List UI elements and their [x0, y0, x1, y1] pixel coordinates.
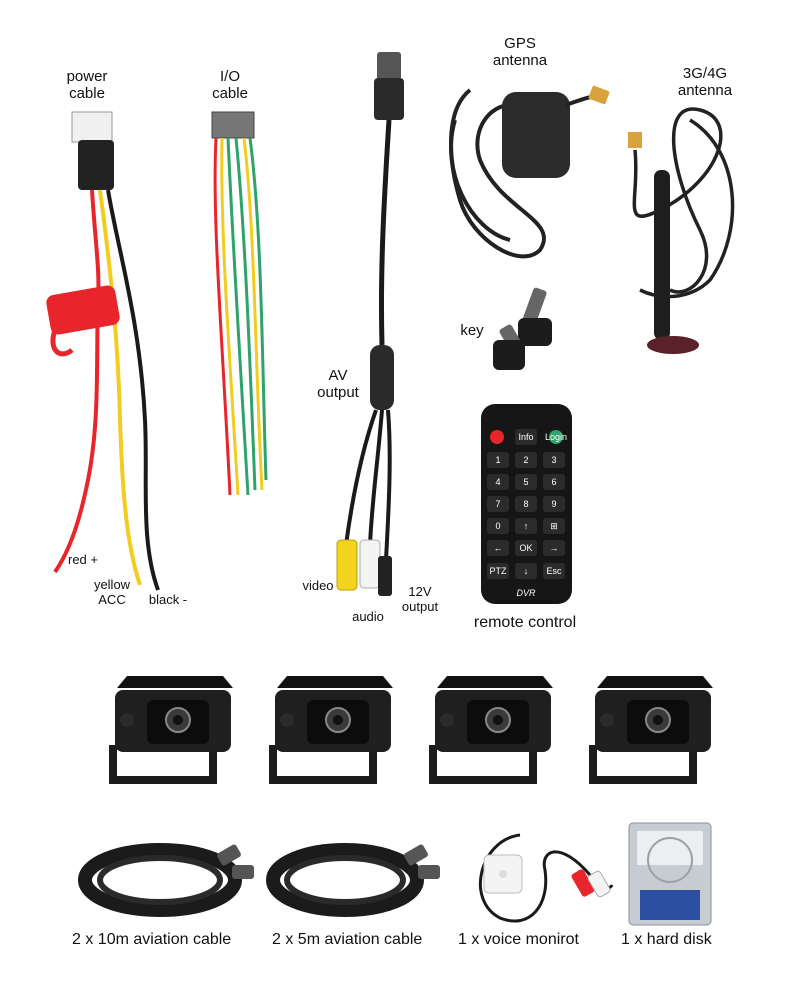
voice-monitor-image: [478, 833, 614, 923]
remote-key: [487, 518, 509, 534]
camera-image: [429, 676, 553, 784]
remote-key: [543, 563, 565, 579]
label-line: output: [317, 384, 359, 401]
camera-image: [269, 676, 393, 784]
cellular-antenna-label: 3G/4G antenna: [665, 65, 745, 99]
label-line: antenna: [677, 82, 733, 99]
caption-aviation-5m: 2 x 5m aviation cable: [272, 931, 423, 948]
yellow-wire-label: yellow ACC: [86, 577, 138, 607]
camera-image: [109, 676, 233, 784]
remote-key-label: 1: [495, 455, 500, 465]
cameras-image: [109, 676, 713, 784]
io-cable-image: [211, 111, 268, 496]
caption-hard-disk: 1 x hard disk: [621, 931, 712, 948]
caption-aviation-10m: 2 x 10m aviation cable: [72, 931, 232, 948]
remote-key: [543, 518, 565, 534]
remote-key: [515, 474, 537, 490]
cellular-antenna-image: [628, 107, 735, 354]
remote-key: [543, 496, 565, 512]
remote-key-label: 8: [523, 499, 528, 509]
remote-key-label: PTZ: [490, 566, 508, 576]
remote-key-label: ←: [494, 543, 503, 553]
gps-antenna-image: [449, 85, 610, 259]
remote-key: [515, 563, 537, 579]
remote-key-label: ⊞: [550, 521, 558, 531]
remote-key: [487, 563, 509, 579]
label-line: power: [66, 68, 108, 85]
video-label: video: [302, 578, 334, 593]
remote-key: [515, 496, 537, 512]
remote-key-label: Info: [518, 432, 533, 442]
remote-key: [515, 540, 537, 556]
remote-key-label: 6: [551, 477, 556, 487]
12v-output-label: 12V output: [396, 584, 444, 614]
label-line: output: [401, 599, 439, 614]
black-wire-label: black -: [148, 592, 188, 607]
remote-key: [487, 452, 509, 468]
remote-key-label: 9: [551, 499, 556, 509]
power-cable-image: [46, 111, 160, 591]
remote-brand: DVR: [516, 588, 536, 598]
remote-key-label: 4: [495, 477, 500, 487]
remote-key: [515, 518, 537, 534]
remote-key: [543, 452, 565, 468]
gps-antenna-label: GPS antenna: [480, 35, 560, 69]
remote-key: [487, 474, 509, 490]
label-line: yellow: [93, 577, 131, 592]
remote-key: [515, 429, 537, 445]
hard-disk-image: [628, 822, 712, 926]
remote-key-label: →: [550, 543, 559, 553]
label-line: antenna: [492, 52, 548, 69]
aviation-cable-10m-image: [78, 843, 254, 917]
io-cable-label: I/O cable: [200, 68, 260, 102]
remote-key-label: 2: [523, 455, 528, 465]
label-line: GPS: [504, 35, 536, 52]
aviation-cable-5m-image: [266, 843, 440, 917]
remote-key: [543, 540, 565, 556]
av-output-label: AV output: [306, 367, 370, 401]
remote-key: [487, 496, 509, 512]
remote-control-label: remote control: [473, 614, 577, 631]
label-line: 12V: [408, 584, 432, 599]
remote-key-label: 0: [495, 521, 500, 531]
keys-image: [493, 287, 552, 370]
caption-voice-monitor: 1 x voice monirot: [458, 931, 579, 948]
remote-key-label: OK: [519, 543, 532, 553]
remote-key-label: ↓: [524, 566, 529, 576]
label-line: I/O: [219, 68, 240, 85]
camera-image: [589, 676, 713, 784]
remote-key-label: 7: [495, 499, 500, 509]
remote-key: [515, 452, 537, 468]
power-cable-label: power cable: [55, 68, 119, 102]
av-cable-image: [336, 52, 404, 596]
label-line: cable: [69, 85, 105, 102]
remote-control-image: Info Login 1 2 3 4 5 6 7 8 9 0 ↑ ⊞ ← OK → PTZ ↓ Esc DVR: [481, 404, 572, 604]
red-wire-label: red +: [68, 552, 98, 567]
remote-key: [543, 474, 565, 490]
remote-key-label: ↑: [524, 521, 529, 531]
remote-key: [487, 540, 509, 556]
label-line: ACC: [98, 592, 126, 607]
label-line: AV: [328, 367, 348, 384]
remote-key-label: Esc: [546, 566, 562, 576]
key-label: key: [460, 322, 484, 339]
label-line: 3G/4G: [682, 65, 728, 82]
audio-label: audio: [352, 609, 384, 624]
label-line: cable: [212, 85, 248, 102]
remote-key-label: 3: [551, 455, 556, 465]
remote-key-label: Login: [545, 432, 567, 442]
remote-key-label: 5: [523, 477, 528, 487]
